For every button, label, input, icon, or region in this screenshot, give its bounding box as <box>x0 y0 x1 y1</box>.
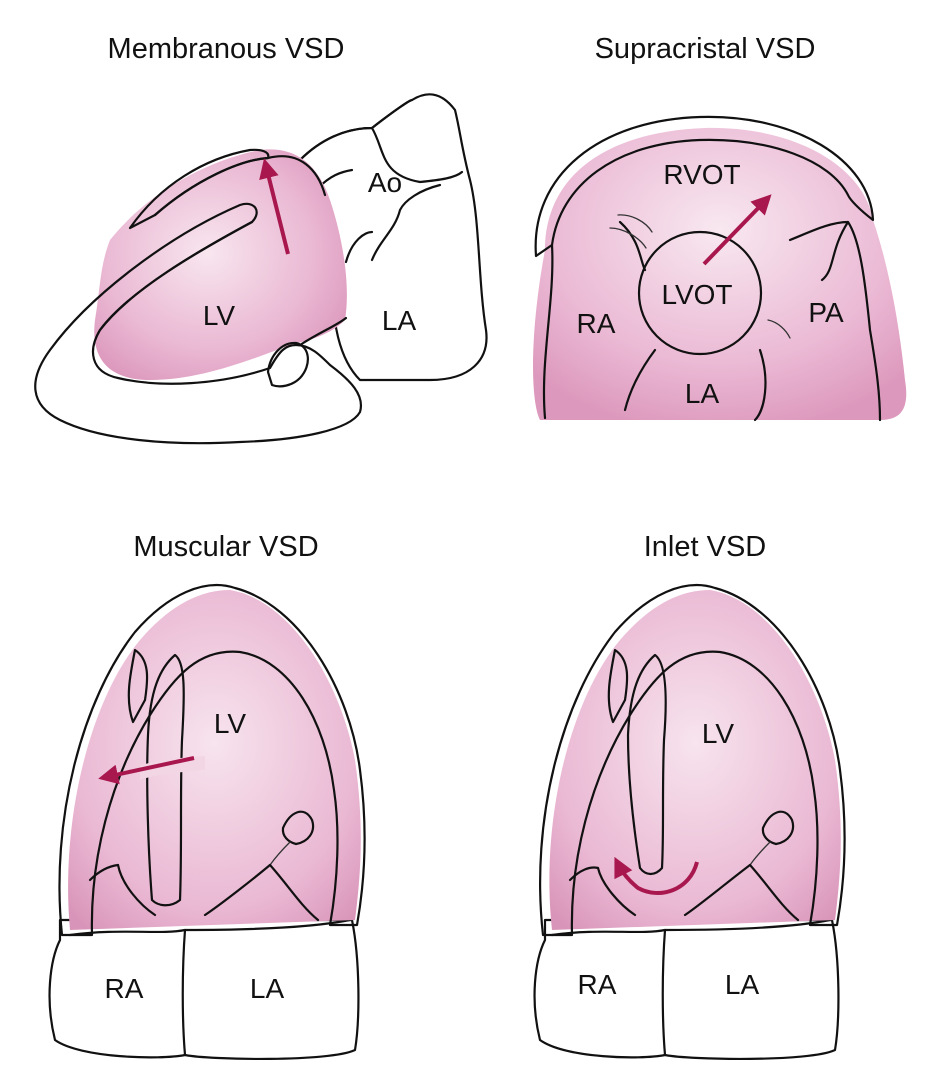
inlet-la-label: LA <box>725 969 760 1000</box>
panel-membranous: Membranous VSD Ao LV LA <box>34 33 488 445</box>
supracristal-myocardium-arc <box>534 115 875 258</box>
inlet-title: Inlet VSD <box>644 531 767 563</box>
supracristal-ra-label: RA <box>577 308 616 339</box>
muscular-la-label: LA <box>250 973 285 1004</box>
muscular-title: Muscular VSD <box>133 531 318 563</box>
inlet-atria <box>533 918 840 1061</box>
muscular-ventricle <box>68 590 361 930</box>
muscular-myocardium-outer <box>58 584 366 937</box>
supracristal-rvot-label: RVOT <box>663 159 740 190</box>
lvot-disc <box>637 230 763 356</box>
inlet-myocardium-outer <box>539 584 846 937</box>
panel-inlet: Inlet VSD LV RA LA <box>533 531 846 1061</box>
membranous-title: Membranous VSD <box>108 33 345 65</box>
muscular-septum <box>146 653 185 907</box>
inlet-ra-label: RA <box>578 969 617 1000</box>
supracristal-la-label: LA <box>685 378 720 409</box>
inlet-lv-label: LV <box>702 718 734 749</box>
muscular-papillary-right <box>281 810 315 846</box>
muscular-septum-defect-gap <box>140 756 205 780</box>
muscular-shunt-arrow <box>98 756 195 785</box>
lv-chamber <box>94 149 347 380</box>
panel-muscular: Muscular VSD LV RA LA <box>48 531 366 1061</box>
myocardium-flap <box>266 341 309 388</box>
inlet-ventricle <box>549 590 841 930</box>
muscular-atria <box>48 918 360 1061</box>
inlet-shunt-arrow <box>614 856 699 895</box>
membranous-ao-label: Ao <box>368 167 402 198</box>
inlet-septum <box>626 653 667 876</box>
inlet-papillary-right <box>761 810 795 846</box>
membranous-la-label: LA <box>382 305 417 336</box>
supracristal-lvot-label: LVOT <box>661 279 732 310</box>
muscular-ra-label: RA <box>105 973 144 1004</box>
supracristal-shunt-arrow <box>702 194 772 266</box>
membranous-lv-label: LV <box>203 300 235 331</box>
membranous-shunt-arrow <box>259 158 290 255</box>
supracristal-body <box>533 127 907 421</box>
muscular-lv-label: LV <box>214 708 246 739</box>
supracristal-pa-label: PA <box>808 297 844 328</box>
panel-supracristal: Supracristal VSD RVOT LVOT RA PA LA <box>533 33 907 422</box>
supracristal-title: Supracristal VSD <box>595 33 816 65</box>
